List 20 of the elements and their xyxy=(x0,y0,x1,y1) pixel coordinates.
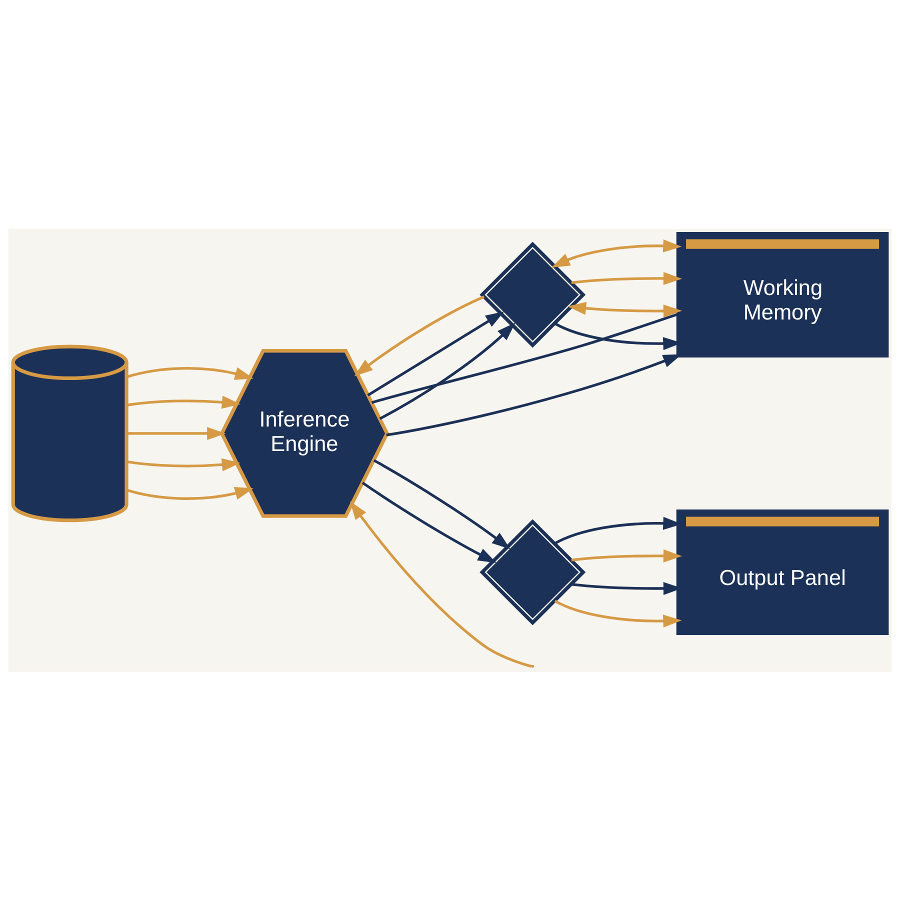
arrow xyxy=(379,322,516,420)
arrow xyxy=(126,426,226,440)
node-box: Output Panel xyxy=(676,508,889,634)
arrow xyxy=(554,599,682,628)
arrow xyxy=(367,310,504,396)
arrow xyxy=(373,458,510,549)
arrow xyxy=(551,238,682,268)
connector xyxy=(371,312,678,404)
arrow xyxy=(571,271,682,284)
arrow xyxy=(350,500,532,668)
arrow xyxy=(567,301,682,318)
node-box: Working Memory xyxy=(676,232,889,357)
arrow xyxy=(126,458,240,471)
arrow xyxy=(126,395,240,408)
arrow xyxy=(354,295,485,376)
arrow xyxy=(126,366,254,380)
node-diamond xyxy=(480,518,586,625)
arrow xyxy=(571,548,682,562)
arrow xyxy=(126,486,254,500)
arrow xyxy=(362,481,497,562)
